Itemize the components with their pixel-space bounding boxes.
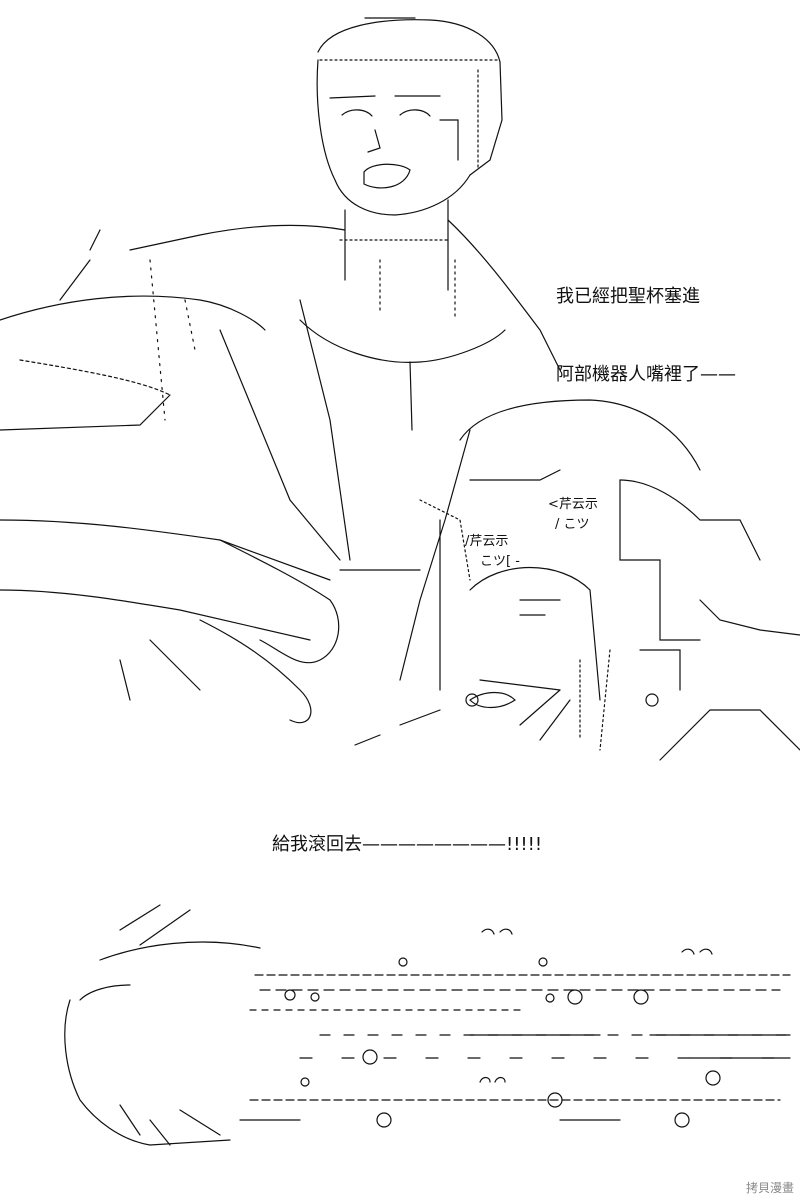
robot-knob-right	[645, 693, 659, 707]
art-tag-2: / こツ	[555, 517, 590, 532]
robot-head	[459, 399, 701, 471]
man-arm-upper	[0, 295, 266, 331]
man-neck	[344, 199, 449, 291]
robot-mouth	[469, 691, 516, 709]
man-nose	[367, 129, 381, 153]
dialogue-top-line-2: 阿部機器人嘴裡了——	[556, 364, 736, 385]
blast-outline	[64, 999, 231, 1146]
art-tag-4: こツ[ -	[480, 554, 520, 569]
lower-illustration	[64, 904, 791, 1146]
man-vest-left	[219, 329, 341, 561]
art-tag-1: <芹云示	[548, 497, 598, 512]
robot-face-center	[469, 567, 601, 701]
blast-trail-2	[99, 941, 261, 961]
man-face-outline	[316, 59, 471, 216]
man-mouth	[363, 163, 411, 189]
dialogue-top: 我已經把聖杯塞進 阿部機器人嘴裡了——	[556, 232, 736, 414]
man-hand	[219, 539, 340, 664]
man-eye-right	[399, 109, 431, 117]
man-brow-left	[329, 95, 376, 99]
art-tags: <芹云示 / こツ /芹云示 こツ[ -	[465, 497, 598, 569]
man-hair	[317, 19, 501, 63]
art-tag-3: /芹云示	[465, 534, 508, 549]
watermark: 拷貝漫畫	[745, 1181, 794, 1195]
man-chest	[299, 319, 506, 363]
dialogue-top-line-1: 我已經把聖杯塞進	[556, 286, 700, 307]
man-forearm	[0, 519, 331, 581]
blast-bubble	[284, 989, 296, 1001]
robot-eye	[519, 599, 561, 616]
robot-knob-left	[465, 693, 479, 707]
blast-trail-1	[119, 904, 191, 946]
dialogue-bottom: 給我滾回去————————!!!!!	[272, 834, 543, 855]
man-vest-right	[299, 299, 351, 561]
upper-illustration	[0, 17, 800, 761]
man-shoulder-right	[447, 219, 561, 371]
man-shoulder-left	[129, 224, 346, 251]
man-eye-left	[341, 109, 373, 117]
